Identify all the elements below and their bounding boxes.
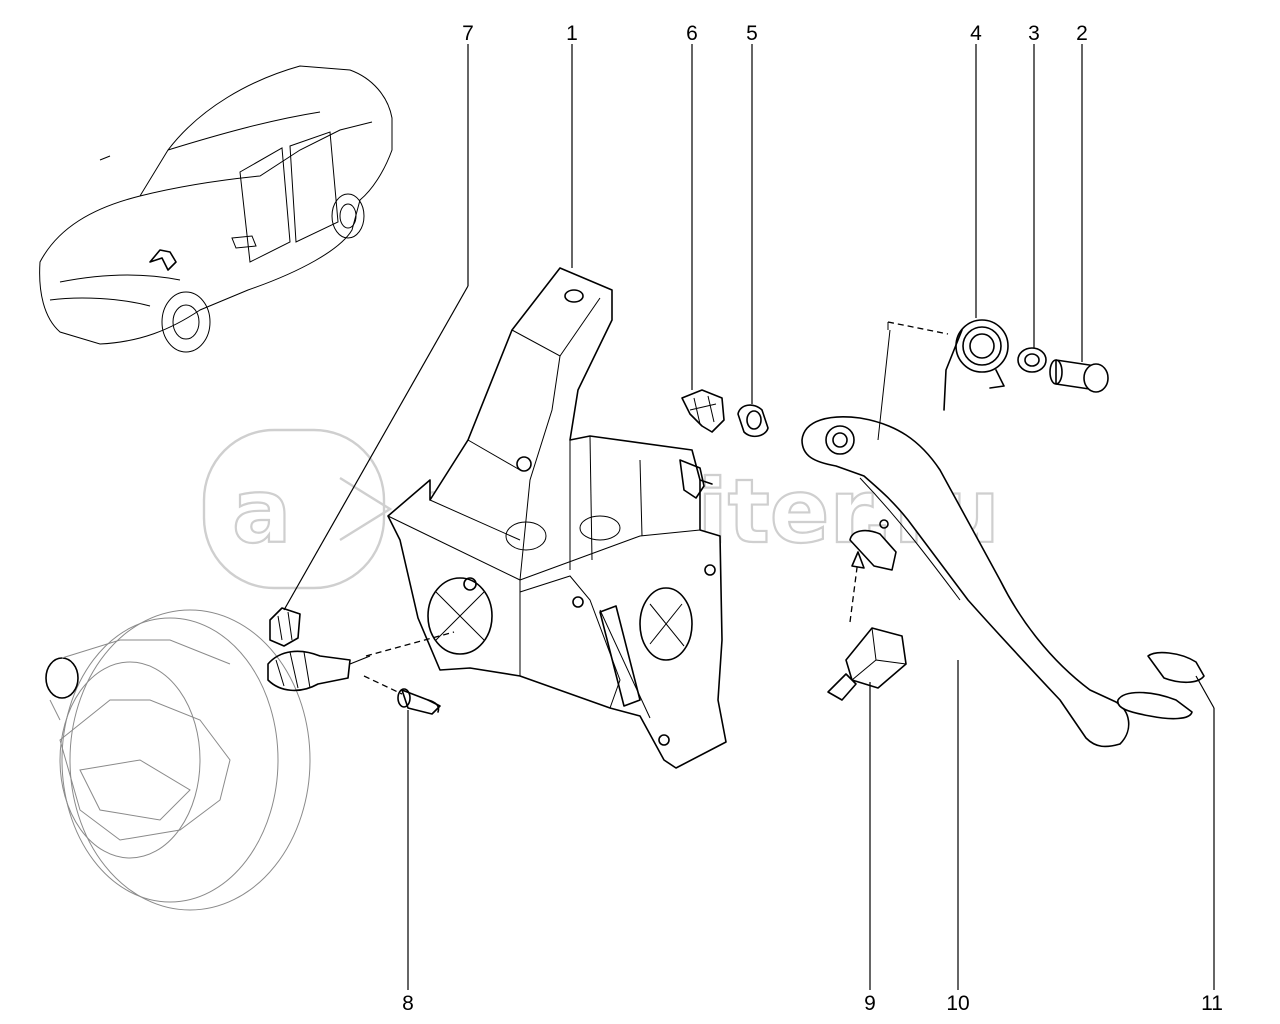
part-1-pedal-bracket (387, 267, 727, 769)
assembly-line-pin-8 (363, 675, 403, 695)
car-locator-illustration (39, 65, 393, 353)
callout-1: 1 (566, 22, 578, 45)
part-7-clip (269, 607, 301, 647)
callout-10: 10 (946, 992, 969, 1015)
callout-11: 11 (1201, 992, 1223, 1015)
watermark-logo-glyph: a (232, 460, 291, 563)
callout-5: 5 (746, 22, 758, 45)
part-9-brake-light-switch (827, 551, 907, 701)
callout-8: 8 (402, 992, 414, 1015)
brake-booster (45, 609, 371, 911)
assembly-line-booster (365, 631, 455, 657)
callout-9: 9 (864, 992, 876, 1015)
callout-4: 4 (970, 22, 982, 45)
part-4-return-spring (887, 319, 1009, 411)
part-10-brake-pedal-lever (801, 322, 1130, 748)
part-8-pin (397, 688, 441, 715)
callout-3: 3 (1028, 22, 1040, 45)
part-3-washer (1017, 347, 1047, 373)
part-11-pedal-pad (1117, 651, 1205, 720)
part-6-clip (681, 389, 725, 433)
part-5-bushing (737, 404, 769, 438)
callout-6: 6 (686, 22, 698, 45)
leader-lines (283, 44, 1215, 990)
callout-7: 7 (462, 22, 474, 45)
part-2-pin (1049, 359, 1109, 393)
callout-2: 2 (1076, 22, 1088, 45)
